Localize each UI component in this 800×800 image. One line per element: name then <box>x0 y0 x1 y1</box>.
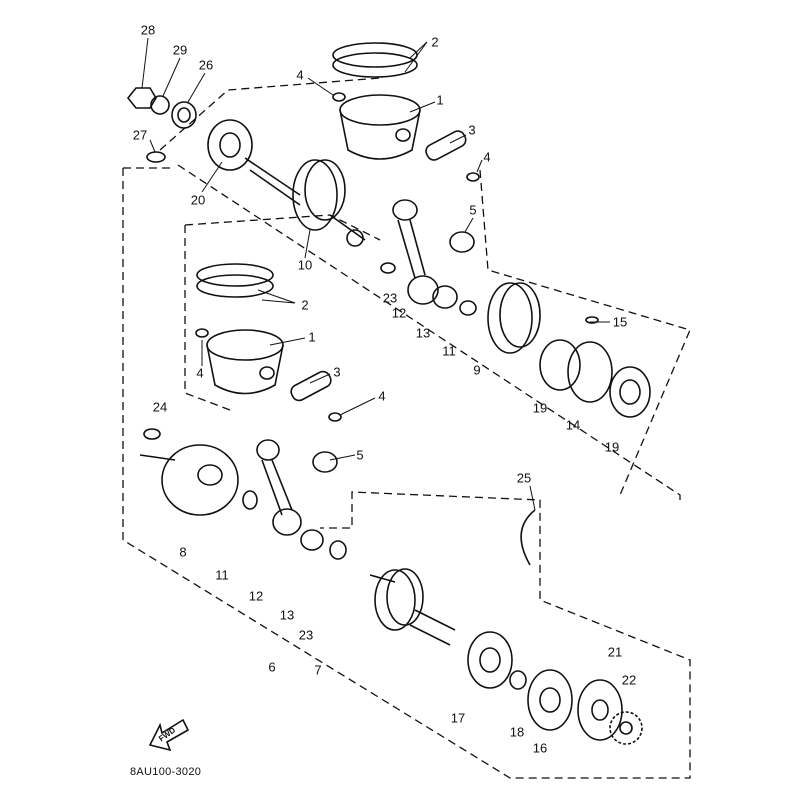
group-outline <box>122 77 691 779</box>
part-number-label: 21 <box>607 644 623 660</box>
part-number-label: 1 <box>436 92 444 108</box>
crank-web-middle <box>487 282 651 418</box>
part-number-label: 15 <box>612 314 628 330</box>
part-number-label: 29 <box>172 42 188 58</box>
part-number-label: 24 <box>152 399 168 415</box>
crank-half-upper <box>244 157 396 274</box>
part-number-label: 23 <box>382 290 398 306</box>
part-number-label: 4 <box>378 388 386 404</box>
part-number-label: 6 <box>268 659 276 675</box>
part-number-label: 12 <box>391 305 407 321</box>
crank-half-lower <box>139 428 536 566</box>
conrod-upper <box>392 199 477 316</box>
part-number-label: 8 <box>179 544 187 560</box>
part-number-label: 18 <box>509 724 525 740</box>
crank-end-parts <box>126 87 253 171</box>
part-number-label: 4 <box>483 149 491 165</box>
part-number-label: 4 <box>296 67 304 83</box>
part-number-label: 27 <box>132 127 148 143</box>
part-number-label: 17 <box>450 710 466 726</box>
part-number-label: 2 <box>301 297 309 313</box>
diagram-code: 8AU100-3020 <box>130 766 202 778</box>
part-number-label: 13 <box>415 325 431 341</box>
part-number-label: 5 <box>469 202 477 218</box>
part-number-label: 26 <box>198 57 214 73</box>
crank-half-bottom <box>369 568 643 745</box>
part-number-label: 7 <box>314 662 322 678</box>
part-number-label: 28 <box>140 22 156 38</box>
part-number-label: 11 <box>442 343 456 359</box>
leader-lines <box>141 37 610 511</box>
part-number-label: 4 <box>196 365 204 381</box>
part-number-label: 10 <box>297 257 313 273</box>
part-number-label: 16 <box>532 740 548 756</box>
piston-lower <box>195 263 342 422</box>
part-number-label: 11 <box>215 567 229 583</box>
part-number-label: 14 <box>565 417 581 433</box>
part-number-label: 23 <box>298 627 314 643</box>
fwd-arrow <box>148 718 190 752</box>
part-number-label: 22 <box>621 672 637 688</box>
part-number-label: 3 <box>468 122 476 138</box>
part-number-label: 2 <box>431 34 439 50</box>
part-number-label: 1 <box>308 329 316 345</box>
part-number-label: 25 <box>516 470 532 486</box>
part-number-label: 13 <box>279 607 295 623</box>
part-number-label: 12 <box>248 588 264 604</box>
part-number-label: 3 <box>333 364 341 380</box>
part-number-label: 19 <box>532 400 548 416</box>
part-number-label: 20 <box>190 192 206 208</box>
part-number-label: 19 <box>604 439 620 455</box>
piston-upper <box>332 42 480 182</box>
part-number-label: 5 <box>356 447 364 463</box>
part-number-label: 9 <box>473 362 481 378</box>
